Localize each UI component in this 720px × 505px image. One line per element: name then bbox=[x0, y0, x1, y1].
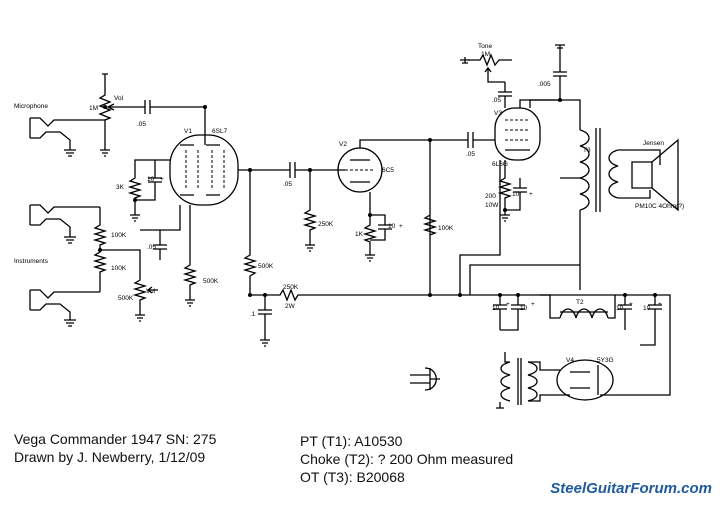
label-speaker-model: PM10C 4Ohm(?) bbox=[635, 203, 684, 210]
label-plus-d: + bbox=[506, 301, 510, 308]
schematic-title: Vega Commander 1947 SN: 275 bbox=[14, 431, 217, 447]
label-c05-e: .05 bbox=[492, 97, 501, 104]
label-500k-pot: 500K bbox=[118, 295, 134, 302]
title-block: Vega Commander 1947 SN: 275 Drawn by J. … bbox=[14, 430, 216, 466]
watermark: SteelGuitarForum.com bbox=[550, 480, 712, 497]
parts-block: PT (T1): A10530 Choke (T2): ? 200 Ohm me… bbox=[300, 432, 513, 486]
label-plus-b: + bbox=[399, 223, 403, 230]
label-v3: V3 bbox=[494, 110, 502, 117]
label-c10-c: 10 bbox=[512, 191, 520, 198]
label-c005: .005 bbox=[538, 81, 551, 88]
label-c10-d: 10 bbox=[492, 305, 500, 312]
label-v2: V2 bbox=[339, 141, 347, 148]
label-6sl7: 6SL7 bbox=[212, 128, 228, 135]
label-microphone: Microphone bbox=[14, 103, 48, 110]
ac-plug-icon bbox=[410, 367, 440, 391]
choke-t2 bbox=[559, 308, 609, 319]
junction-dots bbox=[98, 98, 657, 297]
label-plus-a: + bbox=[160, 176, 164, 183]
label-250k-2w: 250K bbox=[283, 284, 299, 291]
label-vol2: Vol bbox=[146, 288, 156, 295]
instrument-jack-2 bbox=[29, 289, 100, 327]
label-instruments: Instruments bbox=[14, 258, 49, 265]
label-2w: 2W bbox=[285, 303, 296, 310]
label-vol: Vol bbox=[114, 95, 124, 102]
power-transformer-note: PT (T1): A10530 bbox=[300, 433, 403, 449]
label-plus-g: + bbox=[658, 301, 662, 308]
power-transformer-t1 bbox=[496, 352, 570, 409]
label-1m-tone: 1M bbox=[481, 51, 490, 58]
label-t2: T2 bbox=[576, 299, 584, 306]
label-tone: Tone bbox=[478, 43, 492, 50]
label-c10-f: 10 bbox=[616, 305, 624, 312]
label-c05-d: .05 bbox=[466, 151, 475, 158]
label-200: 200 bbox=[485, 193, 496, 200]
label-plus-e: + bbox=[531, 301, 535, 308]
label-c1: .1 bbox=[250, 311, 256, 318]
label-100k-c: 100K bbox=[438, 225, 454, 232]
label-c05-a: .05 bbox=[137, 121, 146, 128]
label-100k-b: 100K bbox=[111, 265, 127, 272]
label-c10-b: 10 bbox=[388, 223, 396, 230]
mic-volume-pot bbox=[72, 73, 140, 157]
label-c10-a: 10 bbox=[147, 176, 155, 183]
label-plus-f: + bbox=[629, 301, 633, 308]
choke-note: Choke (T2): ? 200 Ohm measured bbox=[300, 451, 514, 467]
label-6c5: 6C5 bbox=[382, 167, 394, 174]
label-c10-g: 10 bbox=[643, 305, 651, 312]
tube-v4 bbox=[556, 359, 614, 401]
label-5y3g: 5Y3G bbox=[597, 357, 614, 364]
microphone-jack bbox=[29, 117, 76, 157]
label-v1: V1 bbox=[184, 128, 192, 135]
label-1k: 1K bbox=[355, 231, 364, 238]
drawn-by: Drawn by J. Newberry, 1/12/09 bbox=[14, 449, 206, 465]
label-6l6g: 6L6G bbox=[492, 161, 508, 168]
label-v4: V4 bbox=[566, 357, 574, 364]
label-t3: T3 bbox=[583, 147, 591, 154]
output-transformer-note: OT (T3): B20068 bbox=[300, 469, 405, 485]
tube-v3 bbox=[494, 107, 541, 161]
label-10w: 10W bbox=[485, 202, 499, 209]
label-100k-a: 100K bbox=[111, 232, 127, 239]
label-1m: 1M bbox=[89, 105, 98, 112]
instrument-jack-1 bbox=[29, 204, 100, 244]
label-c10-e: 10 bbox=[520, 305, 528, 312]
label-250k: 250K bbox=[318, 221, 334, 228]
label-c05-c: .05 bbox=[147, 244, 156, 251]
label-3k: 3K bbox=[116, 184, 125, 191]
label-plus-c: + bbox=[529, 191, 533, 198]
label-c05-b: .05 bbox=[283, 181, 292, 188]
label-500k-a: 500K bbox=[203, 278, 219, 285]
speaker-jensen bbox=[618, 138, 679, 212]
label-500k-b: 500K bbox=[258, 263, 274, 270]
tube-v1 bbox=[169, 134, 239, 206]
output-transformer-t3 bbox=[560, 128, 619, 290]
label-jensen: Jensen bbox=[643, 140, 664, 147]
